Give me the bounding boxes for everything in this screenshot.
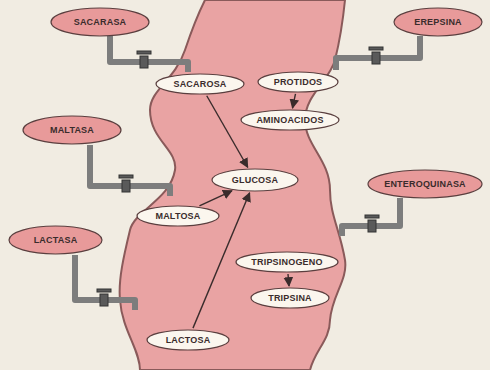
valve bbox=[100, 294, 108, 306]
arrow-connector bbox=[199, 191, 231, 206]
valve bbox=[97, 289, 111, 292]
node-label: ENTEROQUINASA bbox=[384, 179, 466, 189]
arrow-connector bbox=[207, 96, 248, 168]
valve bbox=[365, 215, 379, 218]
node-label: MALTASA bbox=[50, 125, 94, 135]
node-label: AMINOACIDOS bbox=[256, 115, 323, 125]
oval-shape bbox=[251, 288, 329, 308]
pipe bbox=[342, 198, 400, 236]
enzyme-oval: EREPSINA bbox=[393, 7, 483, 37]
node-label: MALTOSA bbox=[155, 211, 200, 221]
valves bbox=[97, 47, 383, 306]
node-label: LACTOSA bbox=[166, 335, 211, 345]
oval-shape bbox=[236, 252, 338, 272]
valve bbox=[122, 180, 130, 192]
oval-shape bbox=[258, 72, 338, 92]
substance-oval: AMINOACIDOS bbox=[240, 109, 340, 131]
valve bbox=[368, 220, 376, 232]
node-label: LACTASA bbox=[34, 235, 78, 245]
valve bbox=[137, 51, 151, 54]
substance-oval: PROTIDOS bbox=[257, 71, 339, 93]
pipe bbox=[75, 255, 135, 310]
oval-shape bbox=[147, 330, 229, 350]
substance-oval: TRIPSINA bbox=[250, 287, 330, 309]
oval-shape bbox=[23, 116, 121, 144]
node-label: TRIPSINA bbox=[268, 293, 312, 303]
enzyme-oval: LACTASA bbox=[8, 225, 103, 255]
oval-shape bbox=[51, 8, 149, 36]
enzyme-oval: ENTEROQUINASA bbox=[367, 169, 483, 199]
oval-shape bbox=[156, 74, 244, 94]
node-label: EREPSINA bbox=[414, 17, 462, 27]
node-label: SACARASA bbox=[74, 17, 127, 27]
valve bbox=[369, 47, 383, 50]
valve bbox=[119, 175, 133, 178]
pipes bbox=[75, 36, 420, 310]
enzyme-oval: SACARASA bbox=[50, 7, 150, 37]
node-label: SACAROSA bbox=[173, 79, 226, 89]
arrow-connector bbox=[288, 274, 289, 286]
oval-shape bbox=[9, 226, 102, 254]
oval-shape bbox=[241, 110, 339, 130]
pipe bbox=[110, 36, 188, 72]
node-label: GLUCOSA bbox=[232, 175, 278, 185]
substance-oval: MALTOSA bbox=[136, 205, 220, 227]
pipe bbox=[90, 145, 170, 196]
valve bbox=[372, 52, 380, 64]
substance-oval: GLUCOSA bbox=[211, 168, 299, 192]
substance-oval: SACAROSA bbox=[155, 73, 245, 95]
oval-shape bbox=[394, 8, 482, 36]
pipe bbox=[336, 36, 420, 70]
enzyme-oval: MALTASA bbox=[22, 115, 122, 145]
oval-shape bbox=[368, 170, 482, 198]
substance-oval: LACTOSA bbox=[146, 329, 230, 351]
node-label: PROTIDOS bbox=[274, 77, 323, 87]
oval-shape bbox=[212, 169, 298, 191]
node-label: TRIPSINOGENO bbox=[251, 257, 322, 267]
valve bbox=[140, 56, 148, 68]
oval-shape bbox=[137, 206, 219, 226]
substance-oval: TRIPSINOGENO bbox=[235, 251, 339, 273]
arrow-connector bbox=[293, 94, 296, 108]
